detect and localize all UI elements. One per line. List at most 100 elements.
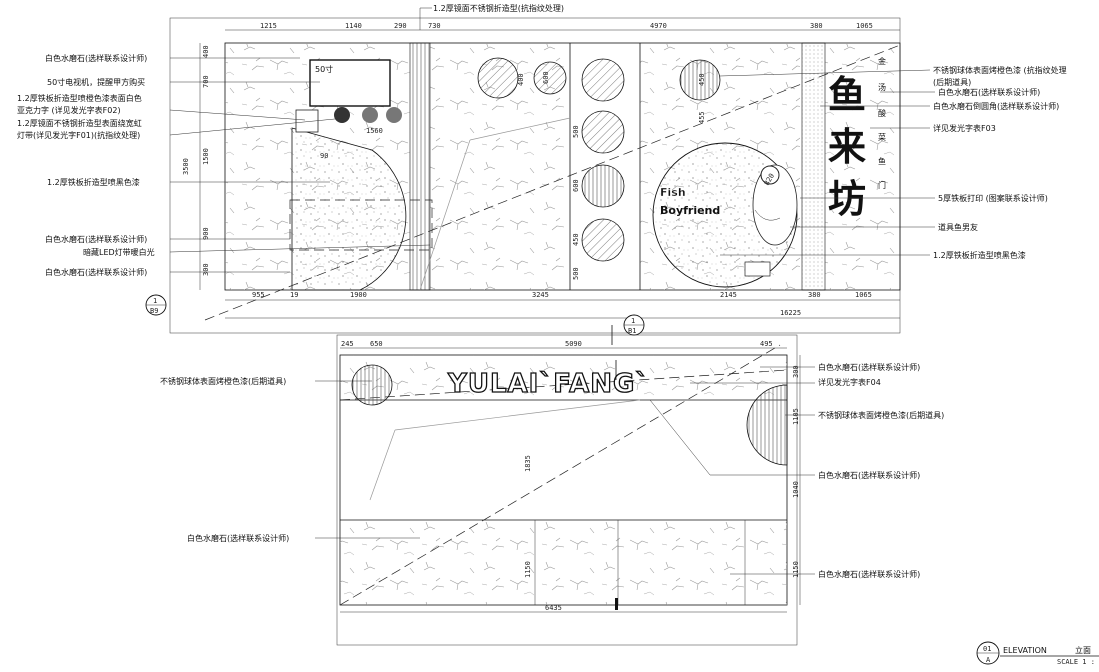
svg-text:19: 19: [290, 291, 298, 299]
svg-text:来: 来: [828, 125, 866, 169]
svg-text:白色水磨石倒圆角(选样联系设计师): 白色水磨石倒圆角(选样联系设计师): [933, 101, 1059, 111]
svg-text:1: 1: [153, 297, 157, 305]
bottom-total-dim: 6435: [545, 604, 562, 612]
fish-text: Fish: [660, 186, 686, 199]
svg-text:300: 300: [202, 263, 210, 276]
svg-text:菜: 菜: [878, 132, 886, 142]
svg-text:500: 500: [572, 267, 580, 280]
bottom-inner-dim-2: 1150: [524, 561, 532, 578]
svg-text:1140: 1140: [345, 22, 362, 30]
svg-text:380: 380: [810, 22, 823, 30]
steel-ball-6: [581, 218, 625, 262]
steel-ball-2: [533, 61, 567, 95]
svg-text:455: 455: [698, 111, 706, 124]
top-dims: 1215 1140 290 730 4970 380 1065: [260, 22, 873, 30]
svg-text:5厚铁板打印 (图案联系设计师): 5厚铁板打印 (图案联系设计师): [938, 193, 1048, 203]
hidden-led-counter: [289, 199, 433, 251]
svg-text:不锈钢球体表面烤橙色漆 (抗指纹处理: 不锈钢球体表面烤橙色漆 (抗指纹处理: [933, 65, 1067, 75]
bottom-steel-ball-right: [746, 384, 788, 466]
bottom-elevation: YULAI`FANG` 245 650 5090 495 300 1105 10…: [160, 334, 944, 646]
terrazzo-panel-far-right: [825, 43, 900, 290]
top-inner-dims: 400 600 500 600 450 500 450 455 90 1560 …: [320, 71, 776, 280]
bottom-inner-dim-1: 1835: [524, 455, 532, 472]
svg-text:坊: 坊: [828, 177, 866, 221]
title-cn: 立面: [1075, 645, 1091, 655]
svg-text:酸: 酸: [878, 108, 886, 118]
svg-text:955: 955: [252, 291, 265, 299]
lamp-1: [334, 107, 350, 123]
svg-text:B9: B9: [150, 307, 158, 315]
svg-text:暗藏LED灯带暖白光: 暗藏LED灯带暖白光: [83, 247, 155, 257]
tv-size-label: 50寸: [315, 64, 333, 74]
svg-text:600: 600: [542, 71, 550, 84]
steel-ball-5: [581, 164, 625, 208]
steel-ball-4: [581, 110, 625, 154]
bottom-dims: 245 650 5090 495: [341, 340, 773, 348]
svg-text:495: 495: [760, 340, 773, 348]
svg-text:1.2厚铁板折造型喷黑色漆: 1.2厚铁板折造型喷黑色漆: [933, 250, 1026, 260]
section-marker-mid: 1 B1: [611, 314, 645, 345]
svg-text:亚克力字 (详见发光字表F02): 亚克力字 (详见发光字表F02): [17, 105, 121, 115]
svg-text:道具鱼男友: 道具鱼男友: [938, 222, 978, 232]
top-left-dims: 400 700 1500 900 300 3500: [182, 45, 210, 276]
svg-text:730: 730: [428, 22, 441, 30]
svg-text:650: 650: [370, 340, 383, 348]
svg-text:400: 400: [202, 45, 210, 58]
svg-text:3245: 3245: [532, 291, 549, 299]
section-cut-line: [204, 44, 901, 321]
svg-text:3500: 3500: [182, 158, 190, 175]
svg-text:1.2厚铁板折造型喷橙色漆表面白色: 1.2厚铁板折造型喷橙色漆表面白色: [17, 93, 142, 103]
svg-text:1500: 1500: [202, 148, 210, 165]
steel-strip: [409, 42, 431, 291]
top-annotation: 1.2厚镜面不锈钢折造型(抗指纹处理): [433, 3, 564, 13]
bottom-right-callouts: 白色水磨石(选样联系设计师) 详见发光字表F04 不锈钢球体表面烤橙色漆(后期道…: [649, 362, 944, 579]
lamp-3: [386, 107, 402, 123]
tv-screen: [309, 59, 391, 107]
svg-text:1: 1: [631, 317, 635, 325]
title-block: 01 A ELEVATION 立面 SCALE 1 : 40: [976, 641, 1099, 666]
svg-text:灯带(详见发光字F01)(抗指纹处理): 灯带(详见发光字F01)(抗指纹处理): [17, 130, 140, 140]
svg-text:4970: 4970: [650, 22, 667, 30]
svg-text:450: 450: [698, 73, 706, 86]
svg-text:1.2厚铁板折造型喷黑色漆: 1.2厚铁板折造型喷黑色漆: [47, 177, 140, 187]
svg-text:600: 600: [572, 179, 580, 192]
svg-text:450: 450: [572, 233, 580, 246]
black-panel-quarter-circle: [291, 127, 407, 291]
svg-text:白色水磨石(选样联系设计师): 白色水磨石(选样联系设计师): [938, 87, 1040, 97]
bottom-steel-ball-left: [351, 364, 393, 406]
vertical-sign: 金 汤 酸 菜 鱼 门: [878, 56, 886, 190]
svg-text:金: 金: [878, 56, 886, 66]
svg-text:鱼: 鱼: [878, 156, 886, 166]
bottom-right-dims: 300 1105 1040 1150: [792, 365, 800, 578]
svg-text:不锈钢球体表面烤橙色漆(后期道具): 不锈钢球体表面烤橙色漆(后期道具): [818, 410, 944, 420]
rounded-corner-column: [801, 42, 826, 291]
svg-text:900: 900: [202, 227, 210, 240]
section-marker-left: 1 B9: [145, 294, 167, 316]
top-right-callouts: 不锈钢球体表面烤橙色漆 (抗指纹处理 (后期道具) 白色水磨石(选样联系设计师)…: [719, 65, 1067, 260]
title-sub: A: [986, 656, 991, 664]
svg-text:1065: 1065: [856, 22, 873, 30]
svg-text:300: 300: [792, 365, 800, 378]
svg-text:(后期道具): (后期道具): [933, 77, 971, 87]
svg-text:白色水磨石(选样联系设计师): 白色水磨石(选样联系设计师): [45, 53, 147, 63]
fish-mascot: [744, 164, 798, 277]
svg-text:245: 245: [341, 340, 354, 348]
svg-text:白色水磨石(选样联系设计师): 白色水磨石(选样联系设计师): [818, 470, 920, 480]
svg-text:90: 90: [320, 152, 328, 160]
top-elevation: 50寸 Fish Boyfriend 金 汤 酸: [17, 3, 1067, 345]
svg-text:汤: 汤: [878, 83, 886, 92]
svg-text:1065: 1065: [855, 291, 872, 299]
svg-text:500: 500: [572, 125, 580, 138]
top-left-callouts: 白色水磨石(选样联系设计师) 50寸电视机，提醒甲方购买 1.2厚铁板折造型喷橙…: [17, 53, 431, 277]
bottom-frame: [336, 334, 798, 646]
svg-text:290: 290: [394, 22, 407, 30]
svg-text:380: 380: [808, 291, 821, 299]
header-terrazzo: [340, 355, 787, 400]
svg-text:1150: 1150: [792, 561, 800, 578]
svg-text:白色水磨石(选样联系设计师): 白色水磨石(选样联系设计师): [45, 267, 147, 277]
svg-text:50寸电视机，提醒甲方购买: 50寸电视机，提醒甲方购买: [47, 77, 145, 87]
svg-text:1105: 1105: [792, 408, 800, 425]
svg-text:详见发光字表F04: 详见发光字表F04: [818, 377, 881, 387]
svg-text:白色水磨石(选样联系设计师): 白色水磨石(选样联系设计师): [818, 362, 920, 372]
